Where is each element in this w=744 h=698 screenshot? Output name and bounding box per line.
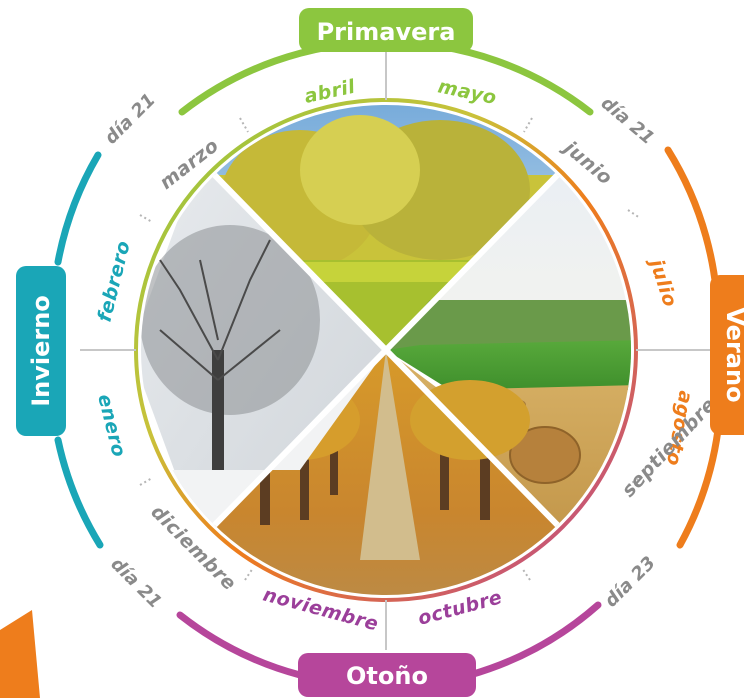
month-julio: julio bbox=[644, 254, 681, 310]
season-winter: Invierno bbox=[16, 266, 66, 436]
winter-outer-arc-bottom bbox=[54, 436, 104, 549]
tick-marks bbox=[139, 117, 641, 581]
autumn-outer-arc-left bbox=[176, 611, 304, 679]
winter-outer-arc-top bbox=[54, 151, 102, 266]
season-autumn: Otoño bbox=[298, 653, 476, 697]
month-febrero: febrero bbox=[94, 238, 135, 324]
season-autumn-label: Otoño bbox=[346, 662, 428, 690]
season-summer: Verano bbox=[710, 275, 744, 435]
season-spring-label: Primavera bbox=[317, 18, 456, 46]
season-winter-label: Invierno bbox=[27, 295, 55, 407]
day-label-autumn: día 23 bbox=[601, 552, 660, 611]
season-summer-label: Verano bbox=[721, 307, 744, 402]
season-winter-pill bbox=[16, 266, 66, 436]
month-junio: junio bbox=[557, 135, 616, 190]
season-summer-pill bbox=[710, 275, 744, 435]
season-autumn-pill bbox=[298, 653, 476, 697]
day-label-spring: día 21 bbox=[101, 89, 160, 148]
corner-orange-fragment bbox=[0, 610, 40, 698]
winter-tree-photo bbox=[141, 160, 386, 540]
day-label-winter: día 21 bbox=[106, 554, 165, 613]
connector-lines bbox=[80, 50, 712, 650]
season-spring-pill bbox=[299, 8, 473, 52]
season-spring: Primavera bbox=[299, 8, 473, 52]
day-label-summer: día 21 bbox=[597, 93, 658, 149]
summer-outer-arc-bottom bbox=[676, 426, 722, 549]
month-mayo: mayo bbox=[436, 75, 499, 109]
autumn-outer-arc bbox=[466, 601, 602, 679]
month-octubre: octubre bbox=[416, 586, 505, 630]
hay-bale bbox=[509, 426, 581, 484]
month-enero: enero bbox=[93, 392, 130, 460]
